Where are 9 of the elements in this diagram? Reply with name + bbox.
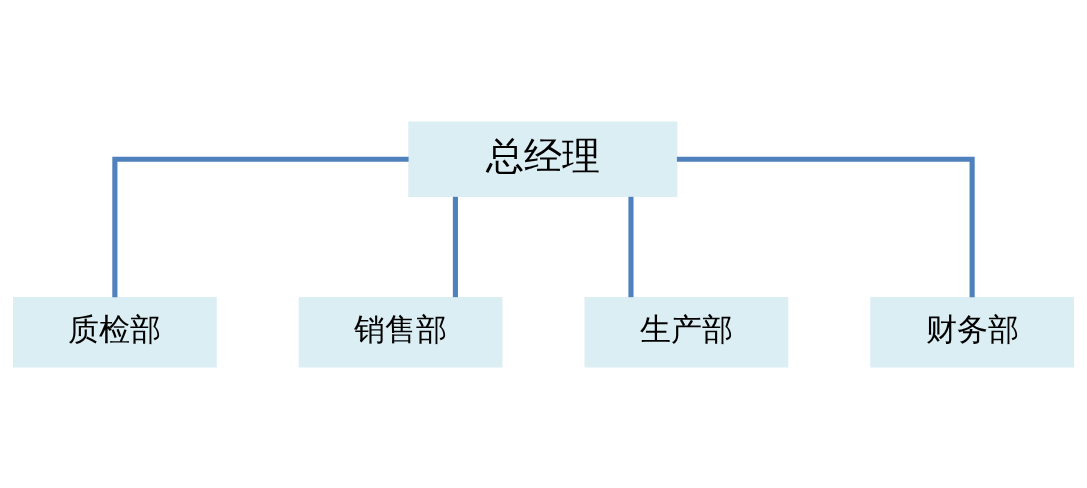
node-box: 财务部 xyxy=(870,296,1074,367)
node-box: 销售部 xyxy=(298,296,503,367)
connector xyxy=(112,156,409,297)
node-box: 质检部 xyxy=(13,296,217,367)
connector xyxy=(628,196,634,297)
connector xyxy=(452,196,458,297)
connector xyxy=(676,156,975,297)
node-box: 总经理 xyxy=(408,121,678,197)
node-box: 生产部 xyxy=(584,296,789,367)
